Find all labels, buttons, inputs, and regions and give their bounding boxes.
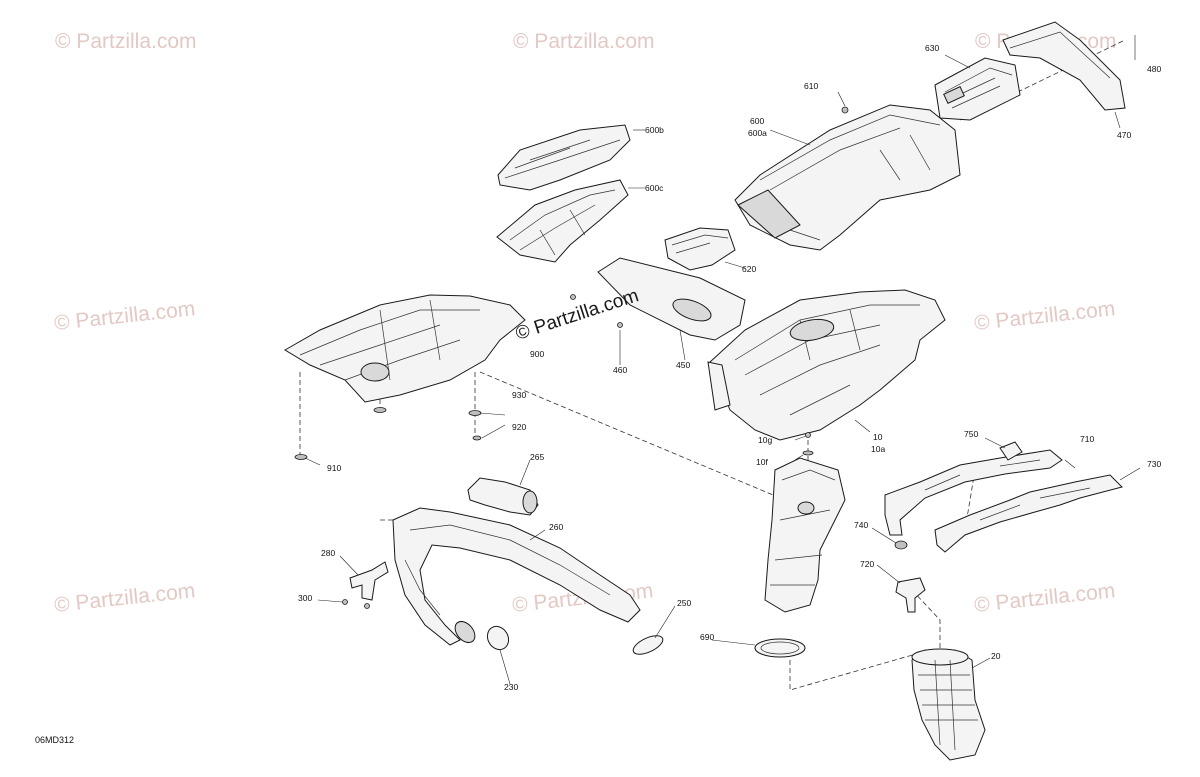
part-300-screw-b (364, 603, 370, 609)
callout-250: 250 (677, 598, 691, 608)
part-10-airbox-base (709, 289, 946, 441)
callout-10f: 10f (756, 457, 768, 467)
part-470-cover (1002, 21, 1126, 111)
watermark-mid-left: © Partzilla.com (53, 297, 196, 335)
part-10g-screw (805, 432, 811, 438)
part-730-hose (934, 474, 1123, 553)
part-920-nut (472, 435, 482, 441)
part-10f-washer (802, 450, 814, 456)
part-930-washer (468, 410, 482, 416)
callout-730: 730 (1147, 459, 1161, 469)
part-300-screw (342, 599, 348, 605)
callout-900: 900 (530, 349, 544, 359)
part-260-hose (392, 507, 641, 646)
part-230-clamp (486, 625, 510, 651)
watermark-mid-right: © Partzilla.com (973, 297, 1116, 335)
callout-600b: 600b (645, 125, 664, 135)
callout-280: 280 (321, 548, 335, 558)
part-250-seal (632, 635, 664, 655)
part-280-bracket (349, 561, 389, 601)
callout-750: 750 (964, 429, 978, 439)
part-900-heat-shield (284, 294, 526, 403)
part-610-screw (841, 106, 849, 114)
callout-450: 450 (676, 360, 690, 370)
part-620-duct (664, 227, 736, 271)
callout-600a: 600a (748, 128, 767, 138)
callout-710: 710 (1080, 434, 1094, 444)
part-mid-washer (373, 407, 387, 413)
part-720-fitting (895, 577, 926, 613)
callout-610: 610 (804, 81, 818, 91)
part-600-airbox-lid (734, 104, 961, 251)
part-900-screw (570, 294, 576, 300)
part-740-clamp (894, 540, 908, 550)
callout-910: 910 (327, 463, 341, 473)
callout-460: 460 (613, 365, 627, 375)
part-710-hose (884, 449, 1063, 536)
diagram-code: 06MD312 (35, 735, 74, 745)
callout-720: 720 (860, 559, 874, 569)
watermark-top-center: © Partzilla.com (513, 30, 655, 53)
leader-lines (304, 35, 1141, 685)
callout-470: 470 (1117, 130, 1131, 140)
callout-260: 260 (549, 522, 563, 532)
assembly-line-720 (911, 589, 941, 650)
callout-690: 690 (700, 632, 714, 642)
part-intake-elbow (764, 457, 846, 613)
watermark-bottom-left: © Partzilla.com (53, 579, 196, 617)
assembly-line-heat-shield (479, 371, 786, 501)
assembly-line-top (959, 39, 1126, 121)
callout-600c: 600c (645, 183, 664, 193)
callout-300: 300 (298, 593, 312, 603)
callout-930: 930 (512, 390, 526, 400)
part-600b-filter (497, 124, 631, 191)
callout-600: 600 (750, 116, 764, 126)
callout-630: 630 (925, 43, 939, 53)
part-630-duct (934, 57, 1021, 121)
callout-230: 230 (504, 682, 518, 692)
callout-20: 20 (991, 651, 1001, 661)
part-910-washer (294, 454, 308, 460)
callout-480: 480 (1147, 64, 1161, 74)
part-600c-filter-frame (496, 179, 629, 263)
callout-920: 920 (512, 422, 526, 432)
assembly-line-690 (789, 649, 931, 691)
callout-620: 620 (742, 264, 756, 274)
callout-10a: 10a (871, 444, 885, 454)
callout-265: 265 (530, 452, 544, 462)
part-750-fitting (999, 441, 1023, 461)
watermark-bottom-right: © Partzilla.com (973, 579, 1116, 617)
watermark-top-left: © Partzilla.com (55, 30, 197, 53)
center-watermark: © Partzilla.com (513, 285, 641, 345)
part-460-screw (617, 322, 623, 328)
callout-10g: 10g (758, 435, 772, 445)
callout-740: 740 (854, 520, 868, 530)
callout-10: 10 (873, 432, 883, 442)
